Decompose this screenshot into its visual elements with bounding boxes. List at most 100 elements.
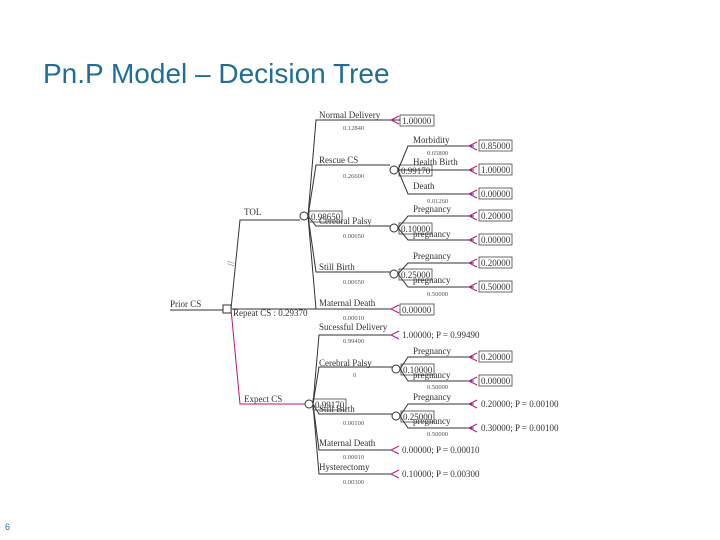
- still-birth-value-box: [400, 410, 435, 423]
- still-birth-value: 0.25000: [401, 270, 431, 280]
- pregnancy5-label: Pregnancy: [413, 346, 451, 356]
- hysterectomy-edge: [312, 403, 392, 475]
- maternal-death-label: Maternal Death: [319, 298, 376, 308]
- cerebral-palsy-value-box: [400, 363, 435, 376]
- maternal-death-value: 0.00000: [402, 305, 432, 315]
- pregnancy8-prob: 0.50000: [427, 431, 448, 438]
- maternal-death-label: Maternal Death: [319, 438, 376, 448]
- rescue-cs-value: 0.99170: [401, 166, 431, 176]
- death-prob: 0.01260: [427, 198, 448, 205]
- death-label: Death: [413, 181, 435, 191]
- slide-title: Pn.P Model – Decision Tree: [43, 58, 390, 89]
- expect-cs-edge: [230, 308, 305, 405]
- pregnancy7-value: 0.20000; P = 0.00100: [481, 399, 559, 409]
- cerebral-palsy-value: 0.10000: [403, 365, 433, 375]
- terminal-node: [467, 423, 478, 433]
- death-value-box: [478, 187, 513, 200]
- expect-cs-label: Expect CS: [244, 394, 282, 404]
- tol-chance-node[interactable]: [299, 211, 309, 221]
- terminal-node: [467, 258, 478, 268]
- successful-delivery-label: Sucessful Delivery: [319, 322, 388, 332]
- normal-delivery-edge: [307, 119, 400, 217]
- pregnancy4-label: pregnancy: [413, 275, 451, 285]
- still-birth-prob: 0.00100: [343, 420, 364, 427]
- expect-cs-value: 0.99170: [315, 400, 345, 410]
- cerebral-palsy-label: Cerebral Palsy: [319, 358, 372, 368]
- terminal-node: [467, 141, 478, 151]
- hysterectomy-prob: 0.00300: [343, 479, 364, 486]
- cerebral-palsy-chance-node[interactable]: [389, 223, 399, 233]
- pregnancy4-value: 0.50000: [481, 282, 511, 292]
- morbidity-prob: 0.65800: [427, 150, 448, 157]
- rescue-cs-chance-node[interactable]: [389, 165, 399, 175]
- healthy-birth-label: Health Birth: [413, 157, 458, 167]
- terminal-node: [389, 304, 400, 314]
- still-birth-chance-node[interactable]: [389, 269, 399, 279]
- maternal-death-value-box: [399, 303, 435, 316]
- terminal-node: [389, 469, 400, 479]
- healthy-birth-value: 1.00000: [481, 165, 511, 175]
- pregnancy2-value-box: [478, 233, 513, 246]
- tol-label: TOL: [244, 207, 261, 217]
- cerebral-palsy-prob: 0.00650: [343, 233, 364, 240]
- terminal-node: [467, 399, 478, 409]
- terminal-node: [467, 235, 478, 245]
- pregnancy-edge: [399, 368, 474, 382]
- normal-delivery-label: Normal Delivery: [319, 110, 381, 120]
- terminal-node: [389, 445, 400, 455]
- rescue-cs-edge: [307, 164, 390, 217]
- pregnancy2-label: pregnancy: [413, 229, 451, 239]
- hysterectomy-value: 0.10000; P = 0.00300: [402, 469, 480, 479]
- successful-delivery-value: 1.00000; P = 0.99490: [402, 330, 480, 340]
- still-birth-value: 0.25000: [403, 412, 433, 422]
- pregnancy-edge: [397, 227, 474, 241]
- pregnancy-edge: [399, 403, 474, 417]
- successful-delivery-prob: 0.99490: [343, 338, 364, 345]
- tol-branch-marker: //: [226, 260, 236, 266]
- maternal-death-edge: [312, 403, 392, 451]
- morbidity-edge: [397, 145, 474, 171]
- successful-delivery-edge: [312, 334, 392, 405]
- pregnancy-edge: [399, 415, 474, 429]
- death-value: 0.00000: [481, 189, 511, 199]
- morbidity-value-box: [478, 139, 513, 152]
- pregnancy8-label: pregnancy: [413, 416, 451, 426]
- cerebral-palsy-edge: [312, 366, 392, 405]
- pregnancy1-value-box: [478, 209, 513, 222]
- tol-value: 0.98650: [311, 212, 341, 222]
- tol-edge: [230, 219, 300, 310]
- pregnancy3-value-box: [478, 256, 513, 269]
- morbidity-label: Morbidity: [413, 135, 450, 145]
- terminal-node: [389, 115, 400, 125]
- normal-delivery-prob: 0.12840: [343, 125, 364, 132]
- cerebral-palsy-chance-node[interactable]: [391, 364, 401, 374]
- still-birth-label: Still Birth: [319, 404, 355, 414]
- still-birth-chance-node[interactable]: [391, 411, 401, 421]
- cerebral-palsy-prob: 0: [353, 372, 356, 379]
- root-label: Prior CS: [170, 299, 201, 309]
- terminal-node: [467, 376, 478, 386]
- maternal-death-prob: 0.00010: [343, 454, 364, 461]
- pregnancy-edge: [397, 215, 474, 229]
- expect-cs-chance-node[interactable]: [304, 399, 314, 409]
- terminal-node: [467, 211, 478, 221]
- morbidity-value: 0.85000: [481, 141, 511, 151]
- still-birth-prob: 0.00650: [343, 279, 364, 286]
- still-birth-label: Still Birth: [319, 262, 355, 272]
- pregnancy-edge: [397, 262, 474, 275]
- pregnancy5-value: 0.20000: [481, 352, 511, 362]
- repeat-cs-label: Repeat CS : 0.29370: [233, 308, 308, 318]
- maternal-death-edge: [307, 215, 392, 310]
- pregnancy6-prob: 0.50000: [427, 384, 448, 391]
- terminal-node: [467, 352, 478, 362]
- decision-node[interactable]: [222, 304, 232, 314]
- death-edge: [397, 169, 474, 195]
- pregnancy4-value-box: [478, 280, 513, 293]
- pregnancy6-value: 0.00000: [481, 376, 511, 386]
- rescue-cs-label: Rescue CS: [319, 155, 358, 165]
- pregnancy4-prob: 0.50000: [427, 291, 448, 298]
- page-number: 6: [5, 522, 11, 532]
- terminal-node: [389, 330, 400, 340]
- pregnancy6-label: pregnancy: [413, 370, 451, 380]
